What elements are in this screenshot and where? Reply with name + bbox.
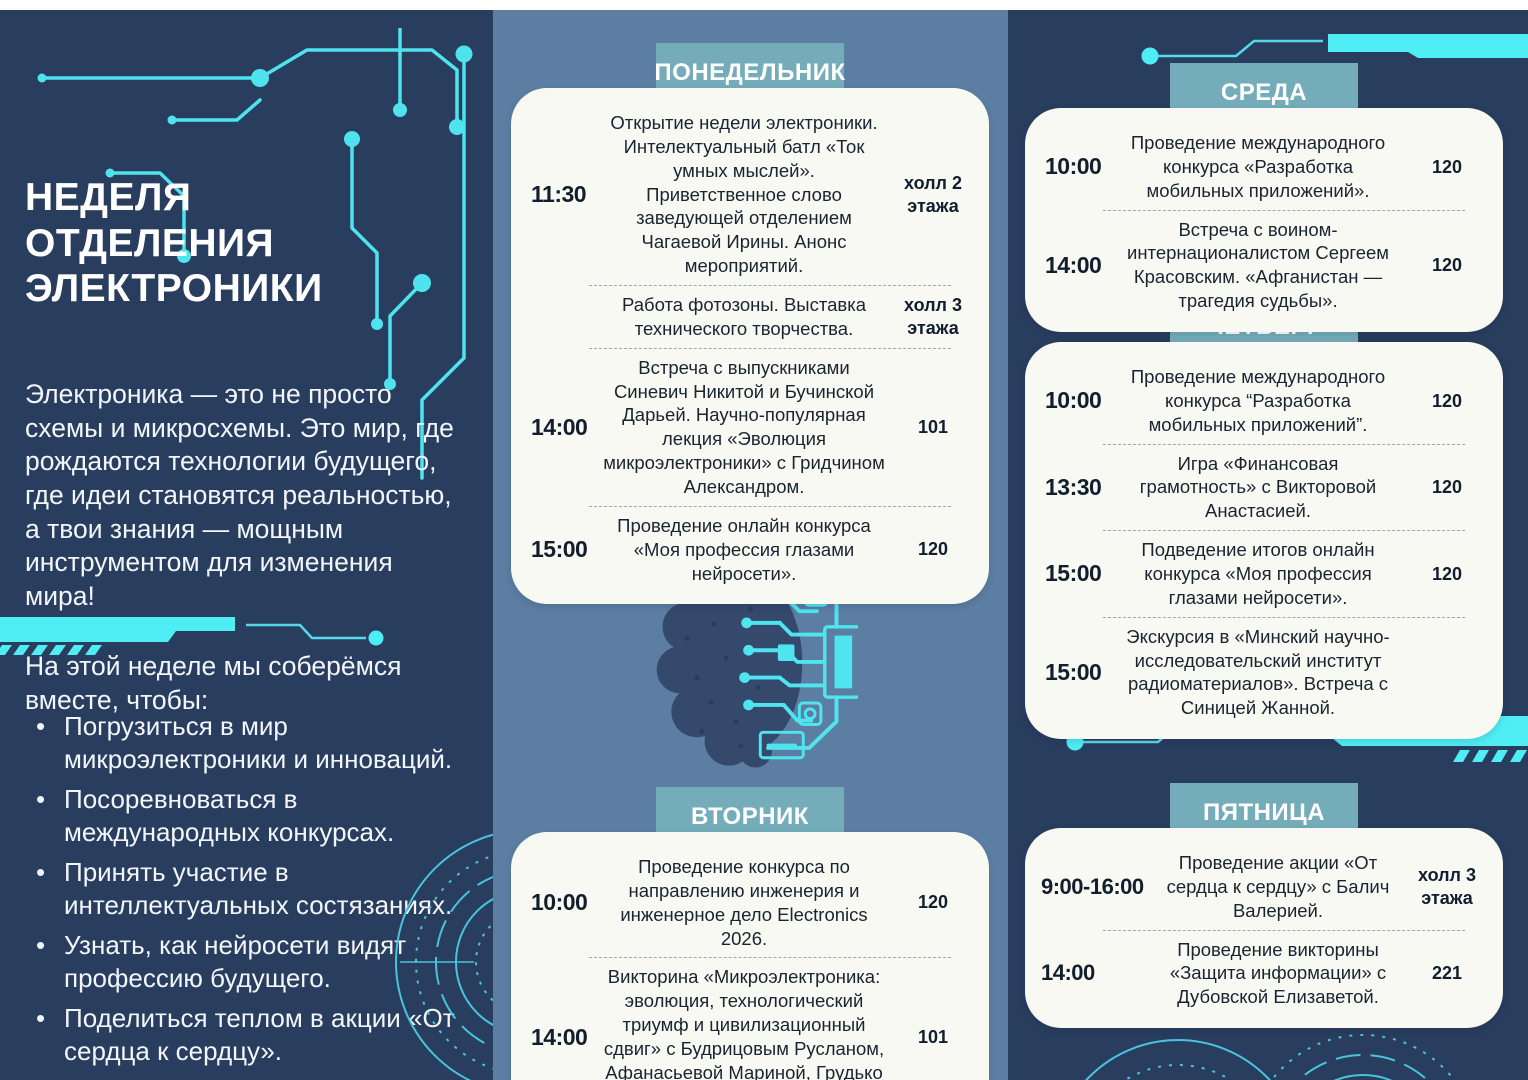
left-panel: НЕДЕЛЯ ОТДЕЛЕНИЯ ЭЛЕКТРОНИКИ Электроника… (0, 10, 493, 1080)
event-description: Экскурсия в «Минский научно-исследовател… (1126, 625, 1390, 719)
event-location: 120 (1431, 390, 1463, 411)
event-row: 14:00 Викторина «Микроэлектроника: эволю… (525, 958, 975, 1080)
tech-bar-decoration (0, 617, 384, 655)
event-row: 15:00 Проведение онлайн конкурса «Моя пр… (525, 507, 975, 593)
day-monday: ПОНЕДЕЛЬНИК 11:30 Открытие недели электр… (511, 43, 989, 605)
event-location: 221 (1431, 963, 1463, 984)
row-divider (1103, 443, 1465, 445)
event-location: 120 (1431, 563, 1463, 584)
event-time: 10:00 (531, 889, 588, 916)
list-item: Принять участие в интеллектуальных состя… (28, 856, 470, 922)
concentric-arcs-decoration (1085, 1034, 1456, 1080)
event-time: 15:00 (1045, 560, 1102, 587)
event-description: Проведение онлайн конкурса «Моя професси… (617, 514, 871, 584)
event-location: 120 (1431, 255, 1463, 276)
event-row: 14:00 Проведение викторины «Защита инфор… (1039, 931, 1489, 1017)
event-location: 120 (1431, 156, 1463, 177)
event-location: 101 (917, 417, 949, 438)
event-description: Проведение викторины «Защита информации»… (1169, 938, 1387, 1008)
day-card: 10:00 Проведение международного конкурса… (1025, 342, 1503, 740)
event-time: 13:30 (1045, 473, 1102, 500)
day-friday: ПЯТНИЦА 9:00-16:00 Проведение акции «От … (1025, 783, 1503, 1029)
event-row: 13:30 Игра «Финансовая грамотность» с Ви… (1039, 445, 1489, 531)
event-row: 10:00 Проведение международного конкурса… (1039, 358, 1489, 444)
row-divider (1103, 209, 1465, 211)
day-tuesday: ВТОРНИК 10:00 Проведение конкурса по нап… (511, 787, 989, 1080)
event-description: Проведение международного конкурса “Разр… (1130, 366, 1386, 435)
event-row: 10:00 Проведение конкурса по направлению… (525, 848, 975, 957)
event-time: 14:00 (1041, 960, 1095, 986)
event-description: Встреча с выпускниками Синевич Никитой и… (603, 356, 885, 498)
right-panel: СРЕДА 10:00 Проведение международного ко… (1008, 10, 1528, 1080)
day-card: 9:00-16:00 Проведение акции «От сердца к… (1025, 828, 1503, 1029)
week-heading: На этой неделе мы соберёмся вместе, чтоб… (25, 651, 402, 715)
event-row: 11:30 Открытие недели электроники. Интел… (525, 104, 975, 285)
event-description: Викторина «Микроэлектроника: эволюция, т… (603, 966, 885, 1080)
day-card: 11:30 Открытие недели электроники. Интел… (511, 88, 989, 605)
event-row: 14:00 Встреча с выпускниками Синевич Ник… (525, 349, 975, 506)
pcb-trace-decoration (37, 28, 473, 480)
day-card: 10:00 Проведение международного конкурса… (1025, 108, 1503, 333)
event-description: Проведение конкурса по направлению инжен… (620, 856, 868, 949)
tech-bar-decoration (1141, 34, 1528, 65)
middle-panel: ПОНЕДЕЛЬНИК 11:30 Открытие недели электр… (493, 10, 1008, 1080)
event-row: 15:00 Подведение итогов онлайн конкурса … (1039, 531, 1489, 617)
goals-list: Погрузиться в мир микроэлектроники и инн… (28, 710, 470, 1075)
list-item: Погрузиться в мир микроэлектроники и инн… (28, 710, 470, 776)
event-description: Проведение акции «От сердца к сердцу» с … (1166, 852, 1390, 921)
list-item: Узнать, как нейросети видят профессию бу… (28, 929, 470, 995)
intro-text: Электроника — это не просто схемы и микр… (25, 379, 454, 611)
row-divider (589, 285, 951, 287)
event-time: 15:00 (531, 536, 588, 563)
event-row: 15:00 Экскурсия в «Минский научно-исслед… (1039, 618, 1489, 727)
row-divider (589, 347, 951, 349)
page-title: НЕДЕЛЯ ОТДЕЛЕНИЯ ЭЛЕКТРОНИКИ (25, 176, 323, 311)
day-card: 10:00 Проведение конкурса по направлению… (511, 832, 989, 1080)
row-divider (1103, 616, 1465, 618)
row-divider (589, 957, 951, 959)
row-divider (589, 505, 951, 507)
concentric-arcs-decoration (395, 833, 493, 1080)
event-location: 101 (917, 1026, 949, 1047)
event-time: 15:00 (1045, 658, 1102, 685)
event-location: 120 (917, 539, 949, 560)
brain-circuit-illustration (656, 550, 858, 768)
event-time: 10:00 (1045, 387, 1102, 414)
event-description: Открытие недели электроники. Интелектуал… (610, 112, 878, 277)
event-row: 9:00-16:00 Проведение акции «От сердца к… (1039, 844, 1489, 930)
list-item: Поделиться теплом в акции «От сердца к с… (28, 1002, 470, 1068)
day-wednesday: СРЕДА 10:00 Проведение международного ко… (1025, 63, 1503, 333)
event-row: 14:00 Встреча с воином-интернационалисто… (1039, 211, 1489, 320)
event-description: Проведение международного конкурса «Разр… (1130, 132, 1386, 201)
event-time: 14:00 (531, 413, 588, 440)
event-description: Работа фотозоны. Выставка технического т… (621, 294, 867, 339)
day-thursday: ЧЕТВЕРГ 10:00 Проведение международного … (1025, 297, 1503, 740)
event-row: Работа фотозоны. Выставка технического т… (525, 286, 975, 348)
event-description: Встреча с воином-интернационалистом Серг… (1127, 218, 1389, 312)
event-time: 14:00 (1045, 251, 1102, 278)
event-description: Подведение итогов онлайн конкурса «Моя п… (1141, 539, 1375, 608)
event-location: холл 3 этажа (1418, 865, 1476, 908)
event-time: 9:00-16:00 (1041, 873, 1144, 899)
event-location: холл 3 этажа (904, 295, 962, 338)
event-time: 14:00 (531, 1023, 588, 1050)
list-item: Посоревноваться в международных конкурса… (28, 783, 470, 849)
event-time: 10:00 (1045, 153, 1102, 180)
row-divider (1103, 530, 1465, 532)
event-location: холл 2 этажа (904, 173, 962, 216)
row-divider (1103, 929, 1465, 931)
event-time: 11:30 (531, 181, 587, 207)
event-location: 120 (917, 892, 949, 913)
event-row: 10:00 Проведение международного конкурса… (1039, 124, 1489, 210)
event-description: Игра «Финансовая грамотность» с Викторов… (1139, 452, 1377, 522)
event-location: 120 (1431, 477, 1463, 498)
